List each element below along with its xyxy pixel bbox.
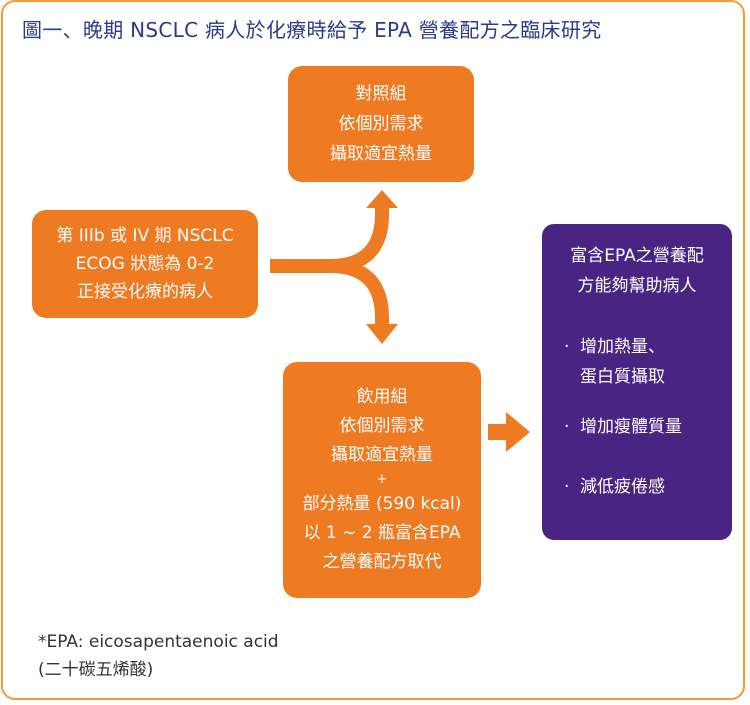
treatment-line-5: 以 1 ~ 2 瓶富含EPA bbox=[303, 523, 461, 543]
footnote-line-1: *EPA: eicosapentaenoic acid bbox=[38, 632, 279, 652]
footnote-line-2: (二十碳五烯酸) bbox=[38, 660, 154, 680]
benefit-item: · 增加熱量、 蛋白質攝取 bbox=[564, 332, 665, 392]
treatment-group-box: 飲用組 依個別需求 攝取適宜熱量 + 部分熱量 (590 kcal) 以 1 ~… bbox=[283, 362, 481, 598]
patient-line-2: ECOG 狀態為 0-2 bbox=[75, 254, 215, 274]
bullet-dot: · bbox=[564, 337, 570, 357]
result-heading-line-2: 方能夠幫助病人 bbox=[577, 276, 697, 296]
result-heading-line-1: 富含EPA之營養配 bbox=[570, 246, 704, 266]
treatment-line-3: 攝取適宜熱量 bbox=[331, 445, 433, 465]
benefit-1-line-b: 蛋白質攝取 bbox=[580, 367, 665, 387]
control-line-1: 對照組 bbox=[355, 84, 407, 104]
benefit-3-text: 減低疲倦感 bbox=[580, 477, 665, 497]
split-connector bbox=[270, 206, 389, 326]
treatment-line-4: 部分熱量 (590 kcal) bbox=[302, 494, 462, 514]
control-group-box: 對照組 依個別需求 攝取適宜熱量 bbox=[288, 66, 474, 182]
arrow-right-shaft bbox=[488, 424, 508, 440]
control-line-2: 依個別需求 bbox=[338, 114, 424, 134]
treatment-line-6: 之營養配方取代 bbox=[322, 552, 442, 572]
bullet-dot: · bbox=[564, 417, 570, 437]
arrow-down-head bbox=[366, 324, 398, 344]
control-line-3: 攝取適宜熱量 bbox=[330, 144, 432, 164]
bullet-dot: · bbox=[564, 477, 570, 497]
benefit-item: · 減低疲倦感 bbox=[564, 472, 665, 502]
result-heading: 富含EPA之營養配 方能夠幫助病人 bbox=[542, 241, 732, 301]
result-box: 富含EPA之營養配 方能夠幫助病人 bbox=[542, 224, 732, 540]
patient-line-3: 正接受化療的病人 bbox=[77, 282, 213, 302]
treatment-line-1: 飲用組 bbox=[356, 387, 408, 407]
arrow-right-head bbox=[506, 412, 530, 452]
arrow-up-head bbox=[366, 190, 398, 208]
benefit-1-line-a: 增加熱量、 bbox=[580, 337, 665, 357]
patient-box: 第 IIIb 或 IV 期 NSCLC ECOG 狀態為 0-2 正接受化療的病… bbox=[32, 210, 258, 318]
patient-line-1: 第 IIIb 或 IV 期 NSCLC bbox=[56, 226, 234, 246]
treatment-plus: + bbox=[376, 472, 388, 487]
figure-title: 圖一、晚期 NSCLC 病人於化療時給予 EPA 營養配方之臨床研究 bbox=[22, 18, 602, 42]
benefit-item: · 增加瘦體質量 bbox=[564, 412, 682, 442]
treatment-line-2: 依個別需求 bbox=[339, 416, 425, 436]
footnote: *EPA: eicosapentaenoic acid (二十碳五烯酸) bbox=[38, 628, 279, 684]
benefit-2-text: 增加瘦體質量 bbox=[580, 417, 682, 437]
